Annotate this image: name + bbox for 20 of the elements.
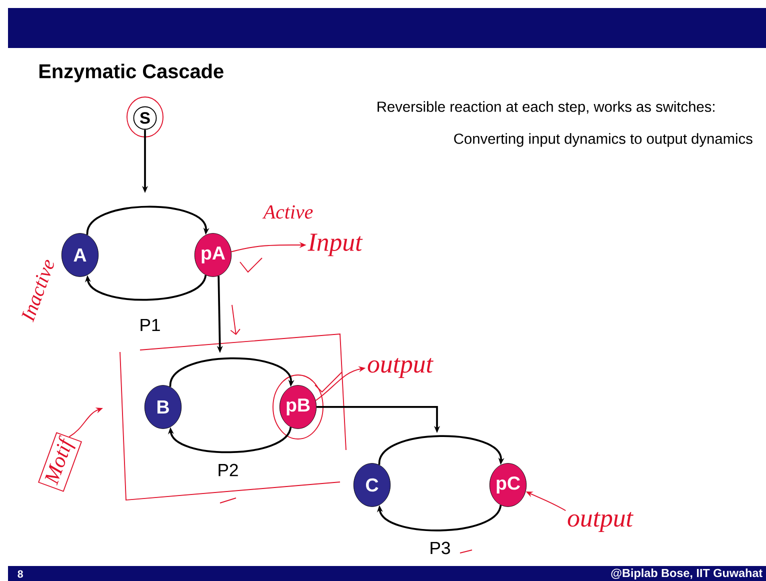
handwritten-note: Active [262,205,313,219]
handwritten-box: Motif [38,432,82,492]
reaction-arrow [169,357,294,388]
phosphatase-label: P2 [218,464,238,476]
reaction-arrow [86,206,210,236]
handwritten-note: Inactive [22,260,54,322]
handwritten-note: output [368,358,434,378]
reaction-arrow [84,274,207,301]
reaction-arrow [376,504,502,532]
description-text: Converting input dynamics to output dynamics [454,133,752,147]
description-text: Reversible reaction at each step, works as switches: [378,101,714,115]
phosphatase-label: P1 [140,318,160,332]
slide-number: 8 [18,570,23,578]
attribution-text: @Biplab Bose, IIT Guwahat [611,568,762,580]
slide-title: Enzymatic Cascade [39,64,224,82]
handwritten-note: Input [308,234,363,256]
reaction-arrow [378,435,504,466]
handwritten-note: output [568,512,634,532]
phosphatase-label: P3 [430,542,450,554]
reaction-arrow [168,426,292,454]
